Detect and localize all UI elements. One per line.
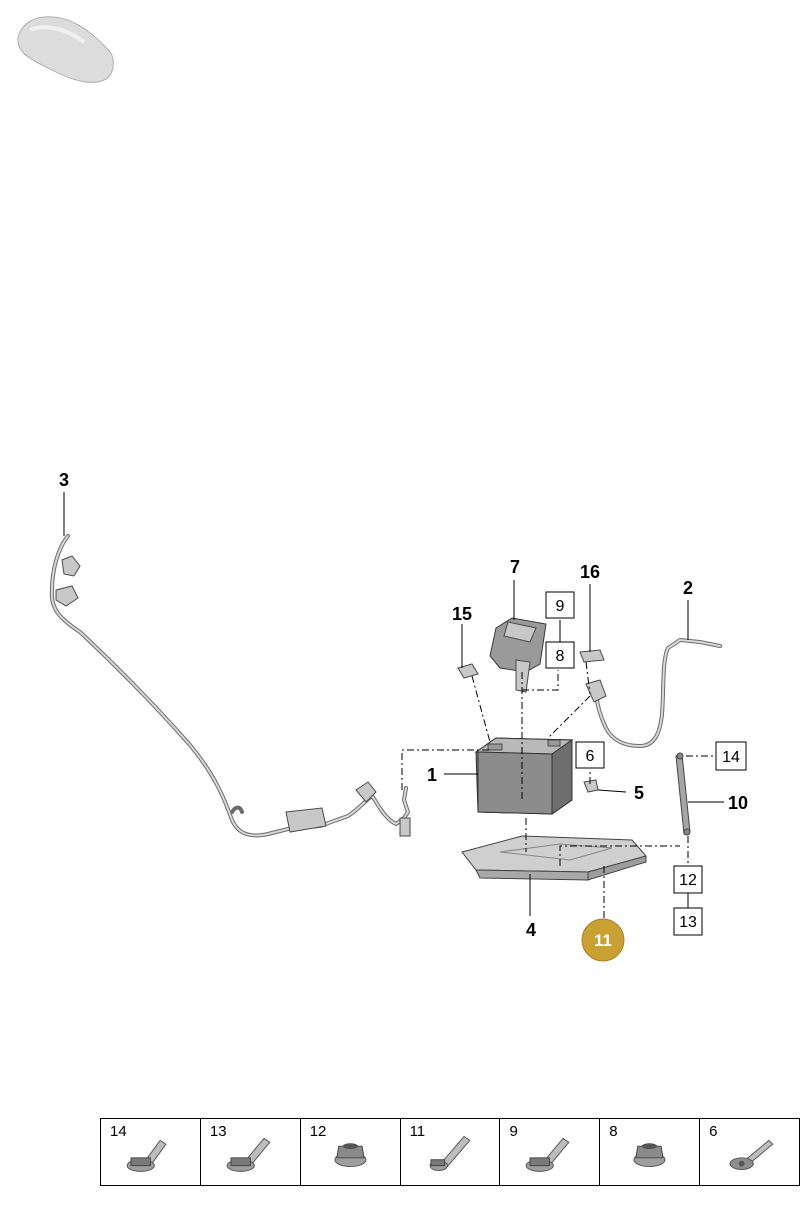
svg-text:13: 13: [679, 914, 697, 931]
svg-text:8: 8: [556, 648, 565, 665]
part-16-clip[interactable]: [579, 649, 605, 663]
callout-15: 15: [452, 604, 472, 624]
fastener-number: 14: [110, 1123, 127, 1140]
callout-3: 3: [59, 470, 69, 490]
flange-nut-icon: [334, 1143, 367, 1168]
callout-16: 16: [580, 562, 600, 582]
part-15-cover[interactable]: [457, 663, 479, 679]
fastener-number: 11: [409, 1123, 426, 1140]
callout-5: 5: [634, 783, 644, 803]
svg-text:11: 11: [594, 931, 612, 950]
fastener-cell[interactable]: 14: [101, 1119, 201, 1185]
fastener-cell[interactable]: 11: [401, 1119, 501, 1185]
fastener-number: 12: [309, 1123, 327, 1140]
fastener-cell[interactable]: 13: [201, 1119, 301, 1185]
callout-box-8: 8: [545, 641, 575, 669]
vehicle-thumbnail-icon: [17, 16, 114, 83]
part-3-battery-cable[interactable]: [49, 534, 411, 838]
flange-bolt-icon: [526, 1137, 570, 1172]
callout-box-12: 12: [673, 865, 703, 894]
part-10-retaining-rod[interactable]: [675, 752, 691, 836]
flange-bolt-icon: [126, 1139, 167, 1172]
fastener-number: 13: [209, 1123, 227, 1140]
fastener-number: 6: [709, 1123, 718, 1140]
washer-bolt-icon: [729, 1139, 774, 1170]
callout-box-13: 13: [673, 907, 703, 936]
svg-text:14: 14: [722, 749, 740, 766]
callout-box-14: 14: [715, 741, 747, 771]
svg-text:9: 9: [556, 598, 565, 615]
fastener-cell[interactable]: 8: [600, 1119, 701, 1185]
part-7-battery-holder[interactable]: [489, 617, 547, 693]
fastener-cell[interactable]: 6: [700, 1119, 799, 1185]
leader-lines: [63, 492, 724, 916]
part-5-terminal-clip[interactable]: [583, 779, 599, 793]
callout-2: 2: [683, 578, 693, 598]
callout-box-6: 6: [575, 741, 605, 769]
part-1-battery[interactable]: [474, 737, 574, 815]
flange-nut-icon: [633, 1143, 666, 1168]
callout-11-highlighted[interactable]: 11: [581, 918, 625, 962]
fastener-number: 8: [609, 1123, 618, 1140]
part-4-battery-tray[interactable]: [461, 835, 647, 881]
assembly-lines: [401, 661, 716, 918]
callout-box-9: 9: [545, 591, 575, 619]
fastener-cell[interactable]: 12: [301, 1119, 401, 1185]
callout-7: 7: [510, 557, 520, 577]
callout-10: 10: [728, 793, 748, 813]
flange-bolt-icon: [226, 1137, 271, 1172]
callout-4: 4: [526, 920, 536, 940]
fastener-cell[interactable]: 9: [500, 1119, 601, 1185]
fastener-number: 9: [509, 1123, 518, 1140]
part-2-positive-cable[interactable]: [585, 638, 722, 748]
svg-text:12: 12: [679, 872, 697, 889]
bolt-icon: [429, 1135, 471, 1171]
svg-text:6: 6: [586, 748, 595, 765]
callout-1: 1: [427, 765, 437, 785]
fastener-table: 14 13 12 11 9: [100, 1118, 800, 1186]
